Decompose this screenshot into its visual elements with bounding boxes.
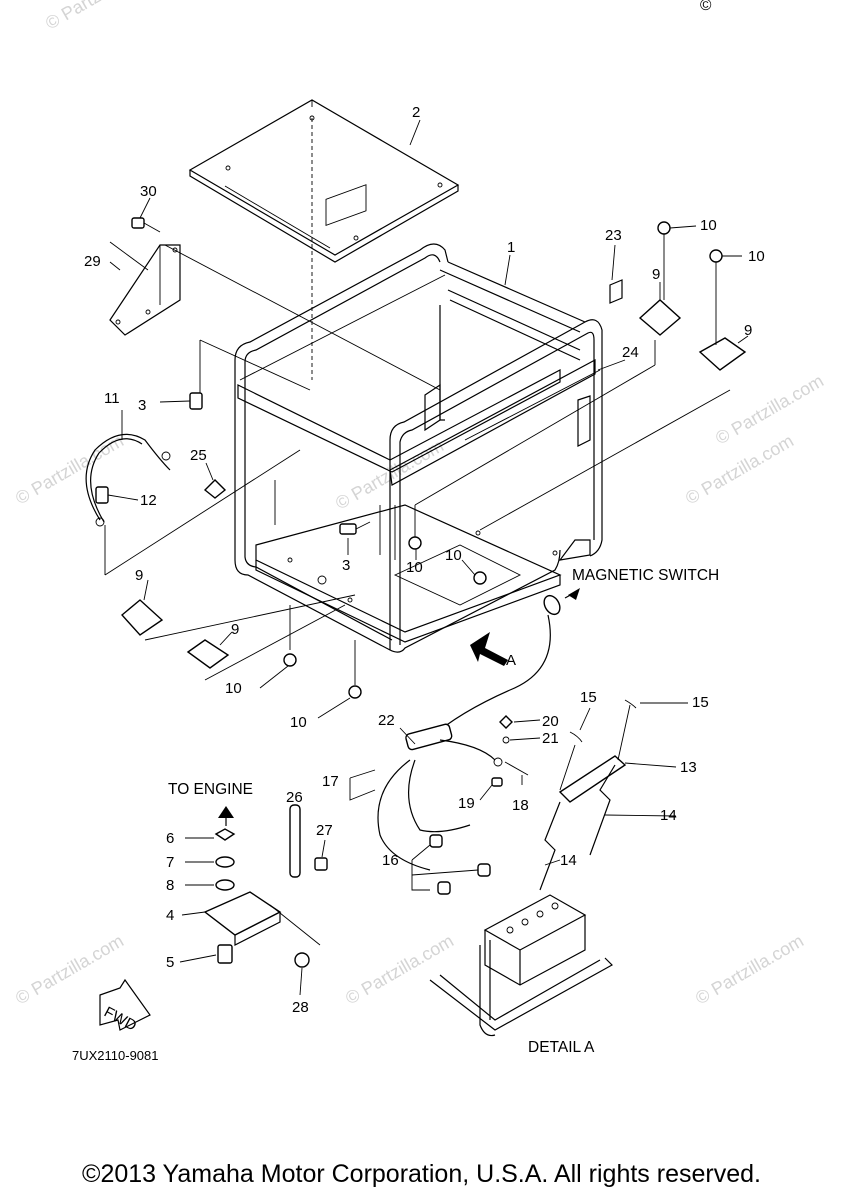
watermark: © Partzilla.com bbox=[42, 0, 157, 33]
watermark: © Partzilla.com bbox=[12, 430, 127, 508]
part-label-1: 1 bbox=[507, 239, 515, 256]
rubber-mounts bbox=[120, 221, 747, 699]
part-label-27: 27 bbox=[316, 822, 333, 839]
part-label-16: 16 bbox=[382, 852, 399, 869]
part-label-15a: 15 bbox=[580, 689, 597, 706]
part-label-10e: 10 bbox=[225, 680, 242, 697]
part-label-14b: 14 bbox=[560, 852, 577, 869]
part-label-5: 5 bbox=[166, 954, 174, 971]
fasteners-left bbox=[85, 392, 371, 535]
part-label-13: 13 bbox=[680, 759, 697, 776]
part-label-20: 20 bbox=[542, 713, 559, 730]
watermark: © Partzilla.com bbox=[12, 930, 127, 1008]
side-bracket bbox=[109, 217, 181, 336]
magnetic-switch-callout: MAGNETIC SWITCH bbox=[572, 567, 719, 584]
watermark: © Partzilla.com bbox=[682, 430, 797, 508]
part-label-6: 6 bbox=[166, 830, 174, 847]
part-label-26: 26 bbox=[286, 789, 303, 806]
part-label-14a: 14 bbox=[660, 807, 677, 824]
part-label-8: 8 bbox=[166, 877, 174, 894]
part-label-11: 11 bbox=[104, 390, 120, 407]
part-label-18: 18 bbox=[512, 797, 529, 814]
copyright-footer: ©2013 Yamaha Motor Corporation, U.S.A. A… bbox=[82, 1160, 761, 1188]
top-cover-panel bbox=[188, 99, 460, 380]
watermark-layer: © Partzilla.com © Partzilla.com © Partzi… bbox=[12, 0, 827, 1008]
part-label-15b: 15 bbox=[692, 694, 709, 711]
main-frame bbox=[234, 184, 603, 666]
part-label-9b: 9 bbox=[744, 322, 752, 339]
corner-copyright-mark: © bbox=[700, 0, 712, 14]
part-label-29: 29 bbox=[84, 253, 101, 270]
part-label-10f: 10 bbox=[290, 714, 307, 731]
part-label-24: 24 bbox=[622, 344, 639, 361]
part-label-7: 7 bbox=[166, 854, 174, 871]
drawing-code: 7UX2110-9081 bbox=[72, 1048, 159, 1063]
part-label-3: 3 bbox=[138, 397, 146, 414]
part-label-22: 22 bbox=[378, 712, 395, 729]
label-24-leader bbox=[464, 369, 601, 441]
watermark: © Partzilla.com bbox=[712, 370, 827, 448]
view-a-callout: A bbox=[506, 652, 516, 669]
watermark: © Partzilla.com bbox=[692, 930, 807, 1008]
part-label-12: 12 bbox=[140, 492, 157, 509]
part-label-10c: 10 bbox=[700, 217, 717, 234]
part-label-10a: 10 bbox=[406, 559, 423, 576]
detail-a-callout: DETAIL A bbox=[528, 1039, 595, 1056]
part-label-25: 25 bbox=[190, 447, 207, 464]
part-label-30: 30 bbox=[140, 183, 157, 200]
engine-mount-group bbox=[99, 804, 328, 1031]
part-label-9c: 9 bbox=[135, 567, 143, 584]
part-label-21: 21 bbox=[542, 730, 559, 747]
part-label-4: 4 bbox=[166, 907, 174, 924]
leader-lines bbox=[104, 244, 731, 685]
detail-a-battery-group bbox=[349, 699, 637, 1037]
label-tag bbox=[609, 279, 623, 304]
watermark: © Partzilla.com bbox=[342, 930, 457, 1008]
to-engine-callout: TO ENGINE bbox=[168, 781, 253, 798]
part-label-2: 2 bbox=[412, 104, 420, 121]
part-label-17: 17 bbox=[322, 773, 339, 790]
exploded-parts-diagram: © Partzilla.com © Partzilla.com © Partzi… bbox=[12, 0, 827, 1063]
part-label-10d: 10 bbox=[748, 248, 765, 265]
part-label-28: 28 bbox=[292, 999, 309, 1016]
magnetic-switch-cable bbox=[429, 588, 580, 739]
part-label-23: 23 bbox=[605, 227, 622, 244]
part-label-19: 19 bbox=[458, 795, 475, 812]
part-label-9a: 9 bbox=[652, 266, 660, 283]
part-label-3b: 3 bbox=[342, 557, 350, 574]
label-leaders bbox=[107, 119, 749, 996]
part-label-10b: 10 bbox=[445, 547, 462, 564]
part-label-9d: 9 bbox=[231, 621, 239, 638]
